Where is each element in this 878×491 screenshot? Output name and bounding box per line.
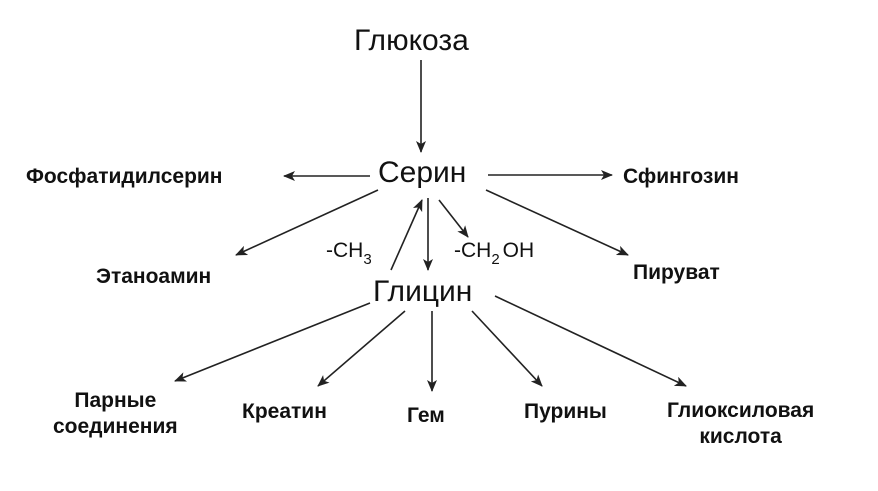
label-hydroxymethyl-subscript: 2 [491,251,500,268]
arrow-glycine-to-glyoxylic-acid [494,295,687,387]
arrow-glycine-to-serine [390,199,423,271]
node-sphingosine: Сфингозин [623,165,739,188]
node-paired-compounds-line2: соединения [53,415,178,439]
arrow-serine-hydroxymethyl [438,199,469,238]
node-creatine: Креатин [242,400,327,423]
label-methyl-group: -CH3 [326,239,372,267]
node-pyruvate: Пируват [633,261,720,284]
arrow-serine-to-pyruvate [485,189,629,256]
arrow-glycine-to-purines [471,310,543,387]
node-glycine: Глицин [373,275,473,308]
node-paired-compounds: Парные соединения [53,388,178,441]
node-glyoxylic-acid-line2: кислота [699,425,782,449]
node-ethanolamine: Этаноамин [96,265,212,288]
arrow-glycine-to-paired-compounds [174,302,371,382]
node-glyoxylic-acid: Глиоксиловая кислота [667,398,814,451]
node-glyoxylic-acid-line1: Глиоксиловая [667,399,815,422]
label-methyl-prefix: -CH [326,239,364,262]
arrow-serine-to-ethanolamine [235,189,379,256]
node-paired-compounds-line1: Парные [74,389,157,412]
label-methyl-subscript: 3 [363,251,372,268]
label-hydroxymethyl-prefix: -CH [454,239,492,262]
arrow-glycine-to-creatine [317,310,406,387]
node-glucose: Глюкоза [354,24,469,57]
label-hydroxymethyl-suffix: OH [502,239,535,262]
node-purines: Пурины [524,400,607,423]
node-heme: Гем [407,404,445,427]
node-phosphatidylserine: Фосфатидилсерин [26,165,223,188]
node-serine: Серин [378,156,467,189]
